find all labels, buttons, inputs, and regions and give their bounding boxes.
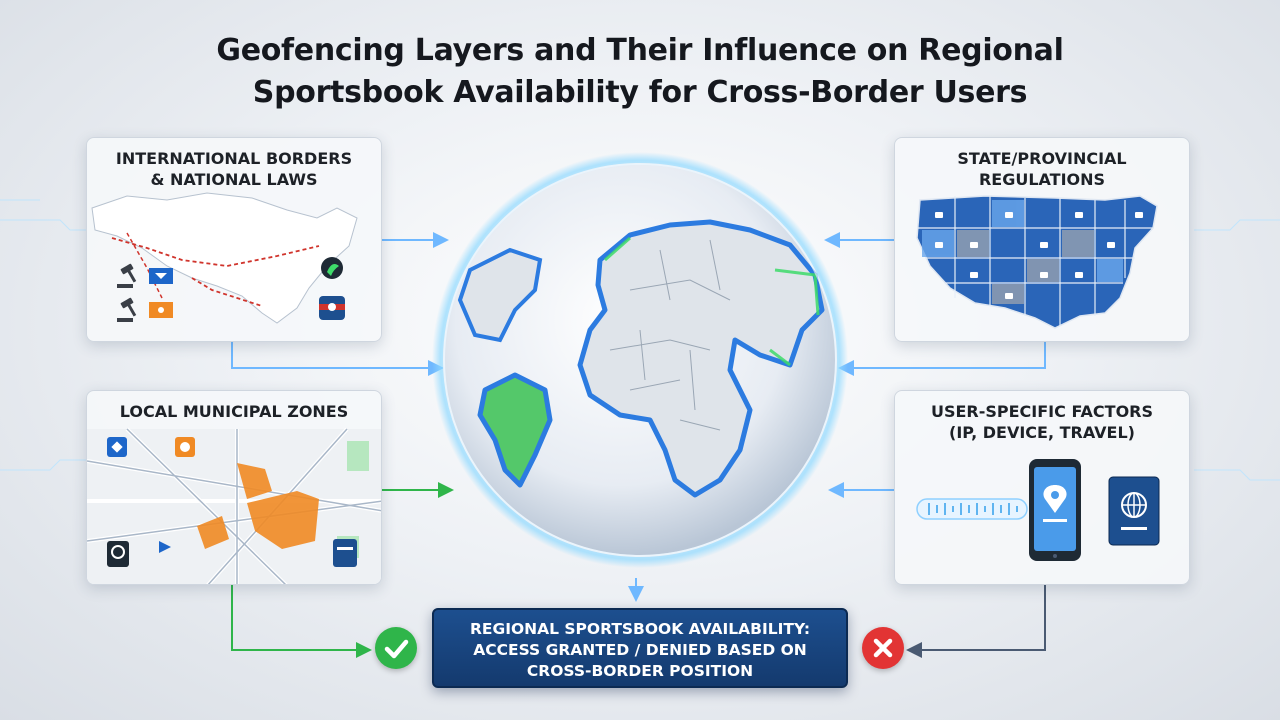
city-street-map [87, 427, 381, 584]
panel-title-state: STATE/PROVINCIAL REGULATIONS [957, 149, 1127, 189]
page-title: Geofencing Layers and Their Influence on… [216, 33, 1064, 110]
panel-local-municipal-zones: LOCAL MUNICIPAL ZONES [86, 390, 382, 585]
venue-badge-icon [333, 539, 357, 567]
app-logo-icon [107, 541, 129, 567]
x-circle-icon [862, 627, 904, 669]
border-us-mexico [191, 277, 263, 307]
user-factors-illustration [916, 459, 1160, 561]
arrow-state-down [838, 342, 1046, 376]
lock-icon [935, 212, 1143, 299]
panel-state-regulations: STATE/PROVINCIAL REGULATIONS [894, 137, 1190, 342]
gavel-icon [117, 297, 137, 322]
sportsbook-pin-icon-orange [175, 437, 195, 457]
flag-icon-orange [149, 302, 173, 318]
north-america-map [91, 192, 358, 324]
gavel-icon [117, 263, 137, 288]
sportsbook-pin-icon [107, 437, 127, 457]
passport-icon [1108, 476, 1160, 546]
check-circle-icon [375, 627, 417, 669]
location-arrow-icon [159, 541, 171, 553]
panel-title-international: INTERNATIONAL BORDERS & NATIONAL LAWS [115, 149, 353, 189]
sportsbook-logo-icon [321, 257, 343, 279]
world-globe [432, 152, 848, 568]
flag-icon-blue [149, 268, 173, 284]
us-states-map [916, 195, 1158, 329]
continent-eurafrica [577, 219, 825, 498]
panel-international-borders: INTERNATIONAL BORDERS & NATIONAL LAWS [86, 137, 382, 342]
panel-user-specific-factors: USER-SPECIFIC FACTORS (IP, DEVICE, TRAVE… [894, 390, 1190, 585]
continent-south-america [477, 372, 553, 488]
border-us-canada [111, 237, 320, 267]
operator-badge-icon [319, 296, 345, 320]
restricted-zone [197, 463, 319, 549]
panel-title-local: LOCAL MUNICIPAL ZONES [119, 402, 349, 421]
smartphone-location-icon [1029, 459, 1081, 561]
result-sportsbook-availability: REGIONAL SPORTSBOOK AVAILABILITY: ACCESS… [432, 608, 848, 688]
panel-title-user: USER-SPECIFIC FACTORS (IP, DEVICE, TRAVE… [930, 402, 1154, 442]
arrow-local-to-granted [231, 585, 372, 658]
ip-signal-icon [916, 498, 1028, 520]
arrow-user-to-denied [906, 585, 1046, 658]
arrow-intl-down [231, 342, 444, 376]
